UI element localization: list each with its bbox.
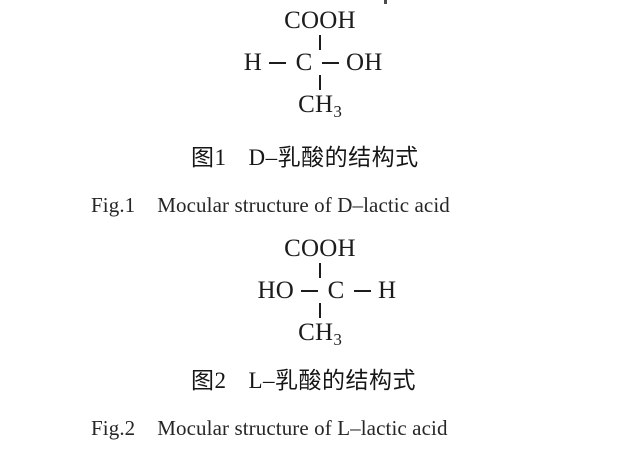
- atom-group-methyl-label: CH: [298, 91, 334, 118]
- atom-group-carboxyl-top: COOH: [284, 7, 356, 34]
- figure-2-caption-chinese-label: 图2: [191, 368, 227, 393]
- chemical-structure-l-lactic-acid: COOH HO C H CH3: [0, 236, 640, 348]
- chemical-structure-d-lactic-acid: COOH H C OH CH3: [0, 8, 640, 120]
- figure-2-caption-chinese-text: L–乳酸的结构式: [248, 368, 417, 393]
- atom-group-methyl-subscript: 3: [333, 329, 342, 349]
- atom-group-methyl-label: CH: [298, 319, 334, 346]
- figure-1-caption-chinese-label: 图1: [191, 145, 227, 170]
- figure-2-caption-chinese: 图2 L–乳酸的结构式: [191, 369, 416, 392]
- figure-2-caption-english-text: Mocular structure of L–lactic acid: [157, 416, 448, 440]
- atom-group-left-hydrogen: H: [243, 49, 262, 76]
- bond-bottom-wrap: [0, 75, 640, 90]
- bond-bottom-wrap: [0, 303, 640, 318]
- figure-1-caption-english-text: Mocular structure of D–lactic acid: [157, 193, 450, 217]
- atom-group-methyl: CH3: [298, 320, 342, 348]
- bond-top-wrap: [0, 263, 640, 278]
- atom-group-carboxyl-top: COOH: [284, 235, 356, 262]
- bond-vertical-bottom-icon: [319, 75, 321, 90]
- figure-2-caption-english-label: Fig.2: [91, 416, 136, 440]
- structure-bottom-row: CH3: [0, 92, 640, 120]
- atom-group-right-hydrogen: H: [378, 277, 397, 304]
- atom-group-left-hydroxyl: HO: [257, 277, 294, 304]
- figure-1-caption-english: Fig.1 Mocular structure of D–lactic acid: [91, 195, 450, 216]
- structure-middle-row: H C OH: [0, 50, 640, 75]
- structure-top-row: COOH: [0, 8, 640, 33]
- structure-middle-row: HO C H: [0, 278, 640, 303]
- figure-1-caption-english-label: Fig.1: [91, 193, 136, 217]
- atom-center-carbon: C: [295, 49, 313, 76]
- figure-1-caption-chinese-text: D–乳酸的结构式: [248, 145, 419, 170]
- atom-group-right-hydroxyl: OH: [346, 49, 383, 76]
- structure-bottom-row: CH3: [0, 320, 640, 348]
- bond-horizontal-left-icon: [301, 289, 318, 292]
- atom-group-methyl: CH3: [298, 92, 342, 120]
- atom-group-methyl-subscript: 3: [333, 101, 342, 121]
- bond-vertical-top-icon: [319, 35, 321, 50]
- atom-center-carbon: C: [327, 277, 345, 304]
- bond-top-wrap: [0, 35, 640, 50]
- bond-horizontal-left-icon: [269, 61, 286, 64]
- bond-vertical-top-icon: [319, 263, 321, 278]
- figure-2-caption-english: Fig.2 Mocular structure of L–lactic acid: [91, 418, 448, 439]
- figure-1-caption-chinese: 图1 D–乳酸的结构式: [191, 146, 419, 169]
- bond-horizontal-right-icon: [322, 61, 339, 64]
- bond-vertical-bottom-icon: [319, 303, 321, 318]
- bond-horizontal-right-icon: [354, 289, 371, 292]
- clipped-glyph-remnant: [384, 0, 387, 4]
- structure-top-row: COOH: [0, 236, 640, 261]
